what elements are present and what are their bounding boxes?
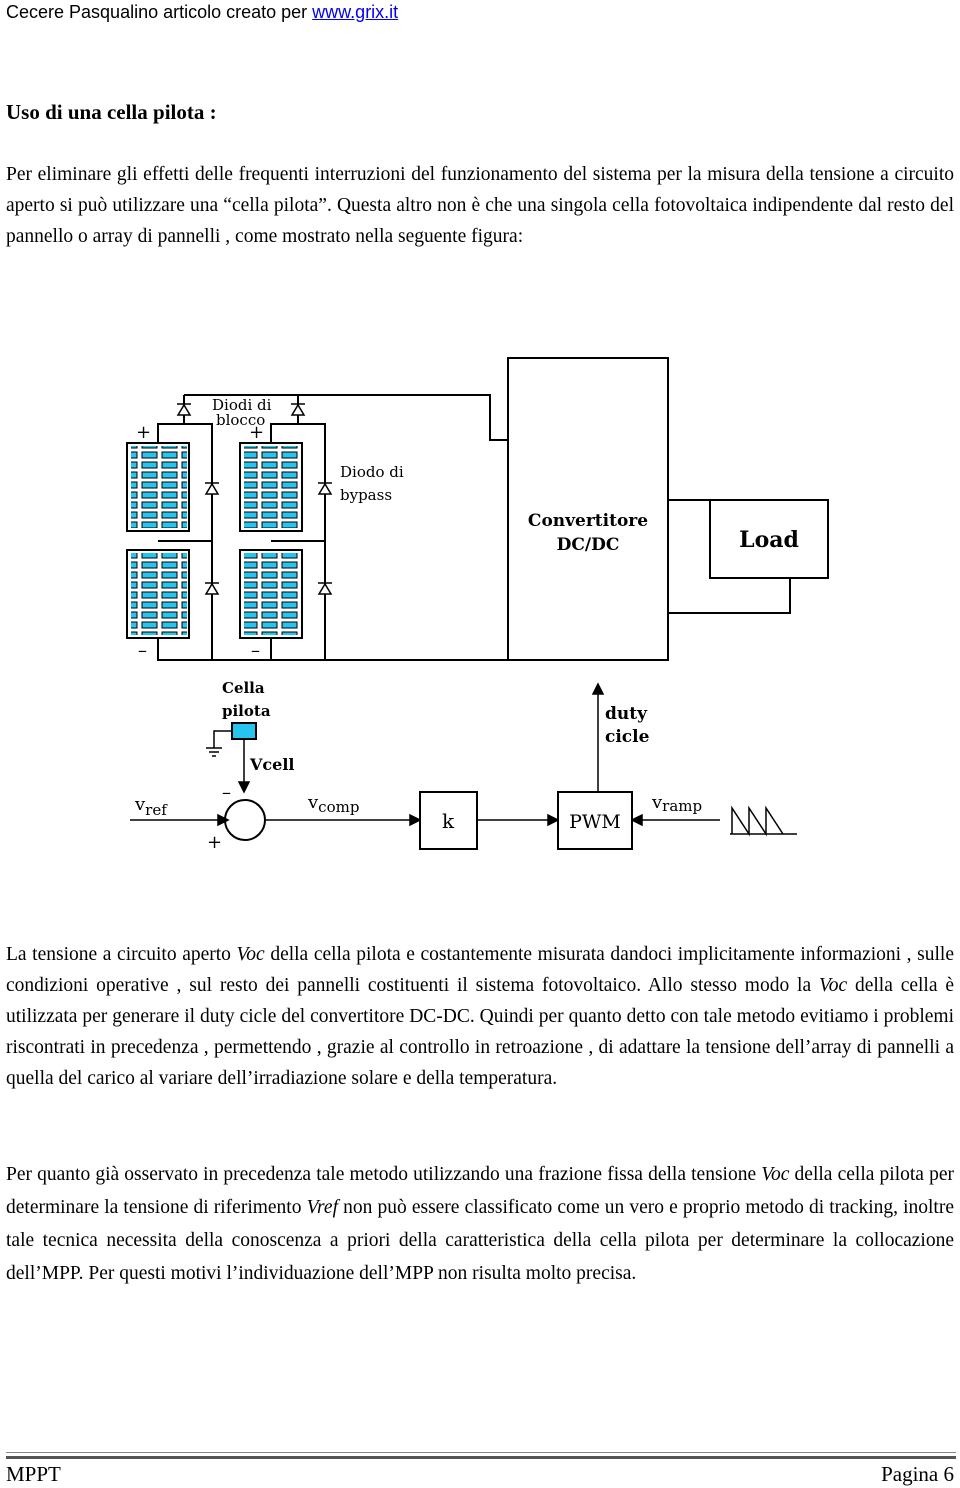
summing-junction (224, 799, 266, 841)
vramp-label: vramp (651, 792, 702, 815)
footer-divider-thick (6, 1456, 956, 1459)
minus-sign: – (138, 640, 147, 661)
dc-dc-converter-box (507, 357, 669, 661)
blocking-diode-label: Diodi di (212, 396, 272, 414)
gain-label: k (442, 809, 455, 833)
pilot-cell-wiring (206, 730, 251, 794)
duty-cycle-label: duty (605, 704, 648, 724)
sawtooth-waveform (730, 805, 797, 837)
solar-panel-top-left (126, 442, 190, 532)
blocking-diode-right (290, 403, 306, 416)
blocking-diode-label-2: blocco (216, 411, 265, 429)
duty-cycle-label-2: cicle (605, 727, 650, 747)
bypass-diode-label-2: bypass (340, 486, 392, 504)
footer-title: MPPT (6, 1462, 61, 1486)
vcell-label: Vcell (249, 755, 295, 774)
bypass-diode-label: Diodo di (340, 463, 404, 481)
description-paragraph: La tensione a circuito aperto Voc della … (6, 944, 954, 1089)
load-label: Load (739, 527, 799, 553)
plus-sign: + (136, 422, 151, 443)
pwm-block (557, 791, 633, 850)
blocking-diode-left (176, 403, 192, 416)
minus-sign: – (251, 640, 260, 661)
pilot-cell-label-2: pilota (222, 702, 271, 720)
vref-label: vref (134, 794, 168, 819)
pilot-cell-label: Cella (222, 679, 265, 697)
header-link[interactable]: www.grix.it (312, 2, 399, 22)
footer-divider (6, 1452, 956, 1453)
load-box (709, 499, 829, 579)
conclusion-paragraph: Per quanto già osservato in precedenza t… (6, 1164, 954, 1284)
intro-paragraph: Per eliminare gli effetti delle frequent… (6, 164, 954, 247)
page-header: Cecere Pasqualino articolo creato per ww… (6, 2, 398, 23)
gain-block (419, 791, 478, 850)
converter-label-2: DC/DC (557, 535, 620, 555)
pilot-cell-circuit-diagram: + + – – Diodi di blocco Diodo di bypass … (126, 357, 829, 853)
vcomp-label: vcomp (307, 792, 359, 816)
plus-sign: + (249, 422, 264, 443)
array-wiring (157, 394, 508, 661)
minus-sign: – (222, 782, 231, 803)
solar-panel-bottom-left (126, 549, 190, 639)
converter-label: Convertitore (528, 511, 648, 531)
bypass-diodes (204, 482, 333, 595)
pwm-label: PWM (569, 811, 621, 833)
section-title: Uso di una cella pilota : (6, 100, 217, 124)
header-text: Cecere Pasqualino articolo creato per (6, 2, 313, 22)
page-number: Pagina 6 (881, 1462, 954, 1486)
solar-panel-top-right (239, 442, 303, 532)
load-wiring (668, 499, 791, 614)
solar-panel-bottom-right (239, 549, 303, 639)
signal-path (130, 682, 720, 827)
pilot-cell (231, 722, 257, 740)
plus-sign: + (207, 832, 222, 853)
